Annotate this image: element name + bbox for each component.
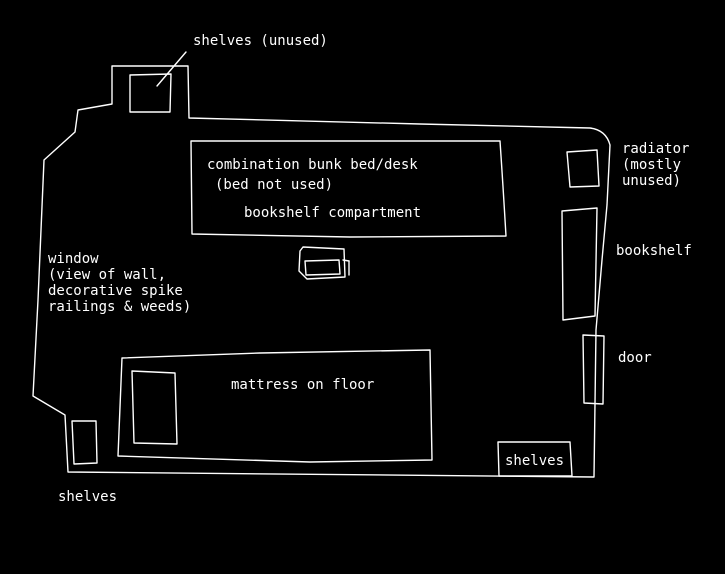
label-window: window [48, 251, 99, 267]
radiator [566, 149, 600, 188]
label-window-spike: decorative spike [48, 283, 183, 299]
chair-arm [342, 259, 350, 262]
pillow [131, 370, 178, 445]
label-bunk-bed-desk: combination bunk bed/desk [207, 157, 418, 173]
chair-seat [304, 259, 341, 276]
label-bed-not-used: (bed not used) [215, 177, 333, 193]
label-shelves-unused: shelves (unused) [193, 33, 328, 49]
room-outline [32, 65, 611, 478]
label-bookshelf: bookshelf [616, 243, 692, 259]
label-radiator-mostly: (mostly [622, 157, 681, 173]
label-door: door [618, 350, 652, 366]
label-radiator-unused: unused) [622, 173, 681, 189]
label-window-railings: railings & weeds) [48, 299, 191, 315]
label-shelves-right: shelves [505, 453, 564, 469]
bookshelf [561, 207, 598, 321]
label-shelves-left: shelves [58, 489, 117, 505]
label-mattress: mattress on floor [231, 377, 374, 393]
shelves-left [71, 420, 98, 465]
label-bookshelf-compartment: bookshelf compartment [244, 205, 421, 221]
mattress [117, 349, 433, 463]
label-radiator: radiator [622, 141, 689, 157]
label-window-view: (view of wall, [48, 267, 166, 283]
door [582, 334, 605, 405]
chair-back [298, 246, 346, 280]
shelves-right [497, 441, 573, 477]
shelves-top-pointer [156, 51, 187, 87]
shelves-unused-top [129, 73, 172, 113]
bunk-bed-desk [190, 140, 507, 238]
